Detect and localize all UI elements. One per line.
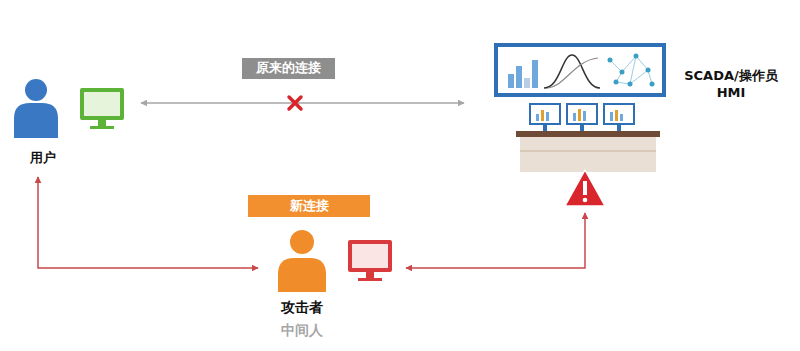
monitor-stand bbox=[366, 272, 374, 278]
warning-mark bbox=[583, 181, 587, 195]
chart-bar bbox=[541, 110, 544, 121]
monitor-base bbox=[90, 126, 114, 129]
network-dot bbox=[646, 68, 651, 73]
desk-body bbox=[520, 137, 656, 172]
chart-bar bbox=[610, 112, 613, 121]
chart-curve bbox=[544, 55, 600, 88]
monitor-stand bbox=[98, 120, 106, 126]
small-monitor bbox=[604, 104, 634, 124]
attacker-screen bbox=[352, 244, 388, 268]
desk-line bbox=[520, 150, 656, 152]
chart-bar bbox=[620, 114, 623, 121]
chart-bar bbox=[536, 114, 539, 121]
attacker-head bbox=[290, 230, 314, 254]
user-screen bbox=[84, 92, 120, 116]
monitor-base bbox=[358, 278, 382, 281]
node-sublabel: 中间人 bbox=[262, 321, 342, 339]
user-node: 用户 bbox=[5, 70, 133, 174]
network-dot bbox=[620, 70, 625, 75]
user-body bbox=[14, 103, 58, 138]
node-label: 用户 bbox=[17, 150, 69, 167]
network-dot bbox=[614, 80, 619, 85]
node-label: 攻击者 bbox=[262, 298, 342, 316]
chart-bar bbox=[578, 109, 581, 121]
banner-label: 新连接 bbox=[248, 195, 370, 217]
scada-node: SCADA/操作员 HMI bbox=[468, 42, 796, 210]
chart-bar bbox=[516, 66, 522, 88]
attacker-node: 攻击者中间人 bbox=[262, 222, 402, 346]
desk-top bbox=[516, 131, 660, 137]
user-head bbox=[25, 79, 47, 101]
chart-bar bbox=[615, 110, 618, 121]
network-dot bbox=[634, 54, 639, 59]
network-dot bbox=[650, 82, 655, 87]
network-dot bbox=[628, 82, 633, 87]
new-connection bbox=[406, 213, 585, 268]
small-monitor bbox=[530, 104, 560, 124]
monitor-stand bbox=[543, 124, 547, 131]
chart-bar bbox=[546, 112, 549, 121]
chart-bar bbox=[583, 111, 586, 121]
network-links bbox=[610, 56, 652, 84]
chart-bar bbox=[508, 74, 514, 88]
connection-label: 原来的连接 bbox=[242, 58, 335, 79]
broken-link-cross bbox=[289, 97, 301, 109]
original-connection bbox=[141, 102, 464, 104]
warning-triangle bbox=[565, 170, 605, 206]
new-connection bbox=[38, 177, 258, 268]
chart-bar bbox=[532, 60, 538, 88]
chart-bar bbox=[524, 78, 530, 88]
warning-dot bbox=[583, 198, 588, 203]
attacker-monitor bbox=[348, 240, 392, 272]
node-label: SCADA/操作员 HMI bbox=[672, 68, 790, 102]
scada-screen bbox=[496, 45, 664, 95]
monitor-stand bbox=[617, 124, 621, 131]
chart-bar bbox=[573, 113, 576, 121]
user-monitor bbox=[80, 88, 124, 120]
small-monitor bbox=[567, 104, 597, 124]
monitor-stand bbox=[580, 124, 584, 131]
network-dot bbox=[608, 58, 613, 63]
chart-curve bbox=[548, 58, 598, 88]
attacker-body bbox=[278, 258, 326, 292]
